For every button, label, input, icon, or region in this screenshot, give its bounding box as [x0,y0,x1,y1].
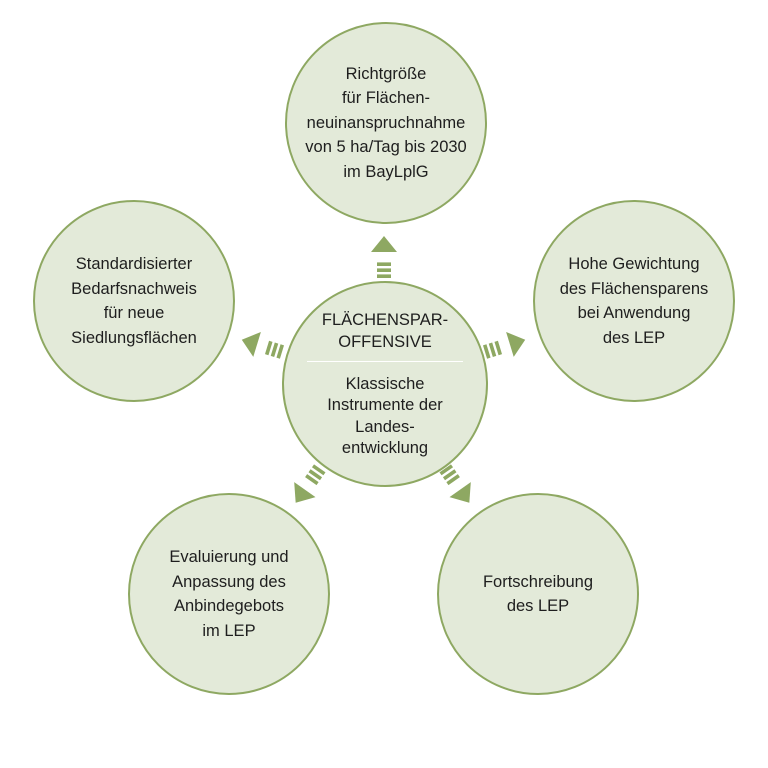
arrow-stripe [270,342,279,357]
center-title-line: FLÄCHENSPAR- [321,310,449,329]
arrow-right-icon [483,331,526,359]
node-line: im LEP [202,621,256,640]
arrow-head [294,482,316,503]
node-bottom-right: Fortschreibung des LEP [437,493,639,695]
node-line: des Flächensparens [559,279,709,298]
center-subtitle-line: Landes- [355,417,415,436]
node-bottom-left-text: Evaluierung und Anpassung des Anbindegeb… [159,545,298,643]
node-line: des LEP [602,328,666,347]
node-line: von 5 ha/Tag bis 2030 [305,138,467,157]
arrow-stripe [494,340,503,356]
center-title-line: OFFENSIVE [338,332,432,351]
node-line: Fortschreibung [482,572,594,591]
node-top: Richtgröße für Flächen- neuinanspruchnah… [285,22,487,224]
arrow-stripe [483,344,491,359]
node-line: Standardisierter [75,255,193,273]
arrow-head [449,482,471,503]
node-line: für neue [103,304,165,322]
center-subtitle-line: Instrumente der [327,396,443,414]
arrow-left-icon [241,331,284,359]
arrow-stripe [377,274,391,278]
node-left: Standardisierter Bedarfsnachweis für neu… [33,200,235,402]
arrow-stripe [264,340,273,356]
node-right: Hohe Gewichtung des Flächensparens bei A… [533,200,735,402]
node-line: neuinanspruchnahme [306,113,466,132]
node-left-text: Standardisierter Bedarfsnachweis für neu… [61,252,207,350]
arrow-head [506,331,526,357]
arrow-stripe [377,268,391,272]
node-line: bei Anwendung [577,304,691,322]
arrow-stripe [377,262,391,266]
node-bottom-left: Evaluierung und Anpassung des Anbindegeb… [128,493,330,695]
arrow-stripe [446,474,460,486]
arrow-stripe [305,474,319,486]
arrow-head [371,236,397,252]
node-top-text: Richtgröße für Flächen- neuinanspruchnah… [295,62,476,185]
arrow-down-left-icon [294,464,326,503]
node-line: des LEP [506,597,570,615]
center-subtitle-line: Klassische [345,374,425,393]
center-title: FLÄCHENSPAR- OFFENSIVE [322,309,448,353]
arrow-stripe [276,344,284,359]
node-bottom-right-text: Fortschreibung des LEP [473,570,603,619]
node-right-text: Hohe Gewichtung des Flächensparens bei A… [550,252,719,350]
node-line: Hohe Gewichtung [568,255,700,273]
arrow-head [241,331,261,357]
node-line: Siedlungsflächen [71,328,197,347]
node-line: Bedarfsnachweis [71,279,197,298]
node-line: Evaluierung und [169,548,289,566]
arrow-stripe [442,469,457,481]
center-subtitle: Klassische Instrumente der Landes- entwi… [327,374,443,460]
node-line: für Flächen- [341,89,431,108]
center-node: FLÄCHENSPAR- OFFENSIVE Klassische Instru… [282,281,488,487]
arrow-stripe [439,464,454,476]
center-subtitle-line: entwicklung [341,439,429,457]
arrow-stripe [488,342,497,357]
node-line: Richtgröße [345,64,427,83]
center-divider [307,360,463,362]
node-line: Anpassung des [172,572,286,591]
arrow-down-right-icon [439,464,471,503]
arrow-up-icon [371,236,397,278]
node-line: Anbindegebots [173,597,285,615]
arrow-stripe [311,464,326,476]
node-line: im BayLplG [343,162,429,181]
arrow-stripe [308,469,323,481]
